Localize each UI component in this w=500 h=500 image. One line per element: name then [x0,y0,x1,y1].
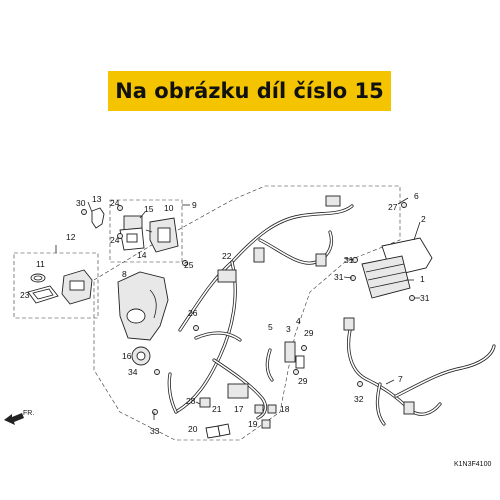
callout-5: 5 [268,322,273,332]
part-1-regulator [361,255,411,299]
callout-2: 2 [421,214,426,224]
part-12-housing [61,269,93,305]
callout-21: 21 [212,404,222,414]
callout-3: 3 [286,324,291,334]
part-7-subharness [343,317,496,426]
callout-32: 32 [354,394,364,404]
callout-31b: 31 [334,272,344,282]
callout-10: 10 [164,203,174,213]
part-10-relay [145,217,179,253]
callout-8: 8 [122,269,127,279]
callout-25: 25 [184,260,194,270]
callout-20: 20 [188,424,198,434]
group-box-harness [93,185,401,441]
callout-12: 12 [66,232,76,242]
callout-1: 1 [420,274,425,284]
part-4-connector [295,355,305,369]
callout-4: 4 [296,316,301,326]
part-8-bracket [117,271,169,341]
leader-lines [87,197,421,420]
callout-6: 6 [414,191,419,201]
callout-22: 22 [222,251,232,261]
callout-28: 28 [186,396,196,406]
part-17-clip [254,404,264,414]
part-18-clip [267,404,277,414]
callout-29a: 29 [304,328,314,338]
callout-15: 15 [144,204,154,214]
part-11-ring [30,273,46,283]
part-5-sensor [265,348,274,382]
callout-7: 7 [398,374,403,384]
callout-31c: 31 [420,293,430,303]
callout-31a: 31 [344,255,354,265]
part-19-clip [261,419,271,429]
part-20-clip [205,425,221,439]
callout-19: 19 [248,419,258,429]
group-box-9 [109,199,190,263]
part-15-switch [119,215,145,251]
front-label: FR. [23,410,34,417]
callout-23: 23 [20,290,30,300]
callout-9: 9 [192,200,197,210]
part-22-connector [217,269,237,283]
callout-29b: 29 [298,376,308,386]
part-28-clip [199,397,211,408]
banner-text: Na obrázku díl číslo 15 [115,79,384,103]
diagram-code: K1N3F4100 [454,461,491,468]
group-box-12 [13,245,99,319]
front-arrow: FR. [4,410,34,425]
callout-11: 11 [36,259,45,269]
bolts [117,202,415,415]
callout-24b: 24 [110,235,120,245]
callout-26: 26 [188,308,198,318]
part-13-bracket [81,207,105,229]
callout-labels: 1 2 3 4 5 6 7 8 9 10 11 12 13 14 15 16 1… [20,191,430,436]
callout-24a: 24 [110,198,120,208]
part-23-gasket [27,285,59,304]
callout-14: 14 [137,250,147,260]
callout-33: 33 [150,426,160,436]
main-harness [167,195,354,420]
callout-27: 27 [388,202,398,212]
callout-30: 30 [76,198,86,208]
part-3-connector [284,341,296,363]
callout-17: 17 [234,404,244,414]
part-21-clip [217,423,231,437]
callout-16: 16 [122,351,132,361]
callout-13: 13 [92,194,102,204]
callout-34: 34 [128,367,138,377]
part-16-horn [131,346,151,366]
highlight-banner: Na obrázku díl číslo 15 [108,71,391,111]
callout-18: 18 [280,404,290,414]
